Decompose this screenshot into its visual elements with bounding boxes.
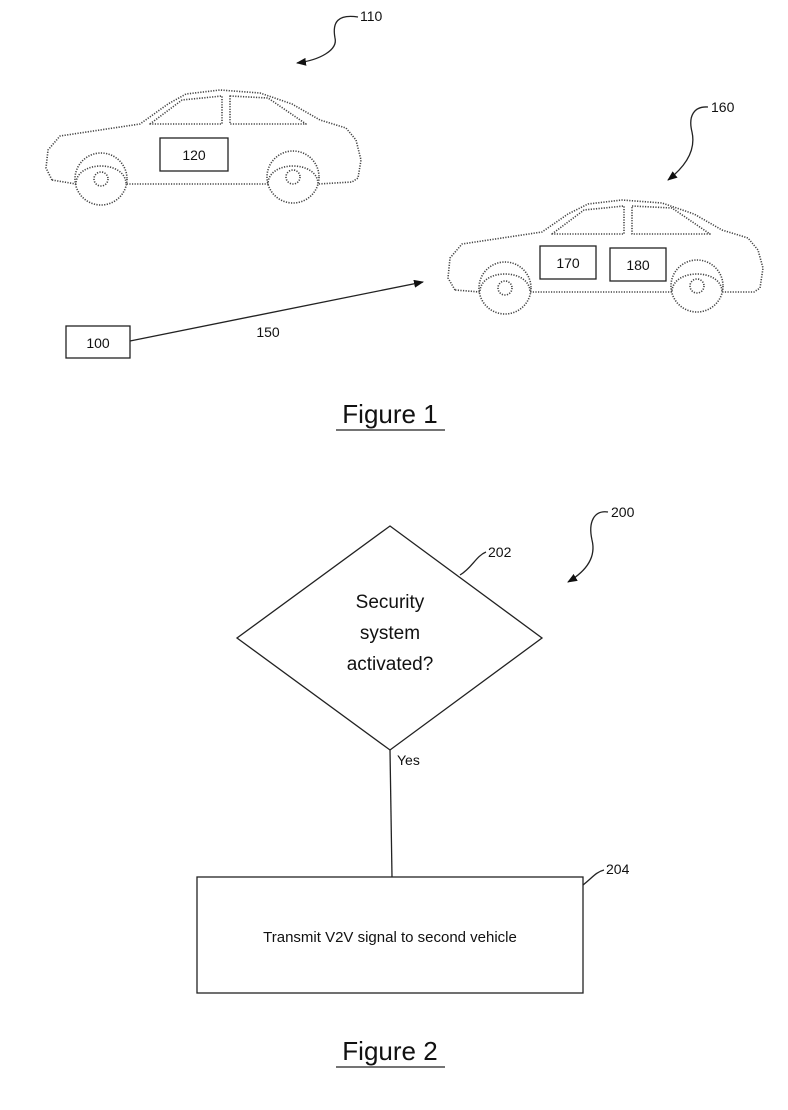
link-150-arrow <box>129 279 424 342</box>
figure-2: 200 Security system activated? 202 Yes T… <box>196 504 635 1068</box>
yes-label: Yes <box>397 752 420 768</box>
second-vehicle-rear-wheel <box>670 259 724 313</box>
ref-110-label: 110 <box>360 8 383 24</box>
figure-1: 120 110 170 180 160 100 150 Figure 1 <box>45 8 764 431</box>
ref-110-leader <box>296 15 359 66</box>
second-vehicle-window-front <box>551 205 625 235</box>
device-100-box <box>65 325 131 359</box>
first-vehicle-window-rear <box>229 95 307 125</box>
ref-204-label: 204 <box>606 861 630 877</box>
ref-200-label: 200 <box>611 504 635 520</box>
figure-2-caption: Figure 2 <box>342 1036 437 1066</box>
ref-202-leader <box>459 551 487 576</box>
first-vehicle-window-front <box>149 95 223 125</box>
figure-1-caption: Figure 1 <box>342 399 437 429</box>
second-vehicle-front-hub <box>497 280 513 296</box>
module-180-box <box>609 247 667 282</box>
first-vehicle-front-wheel <box>74 152 128 206</box>
decision-line-2: system <box>360 623 420 644</box>
second-vehicle-body <box>447 199 764 293</box>
module-120-box <box>159 137 229 172</box>
module-170-box <box>539 245 597 280</box>
ref-204-leader <box>582 869 605 886</box>
second-vehicle-window-rear <box>631 205 711 235</box>
first-vehicle-body <box>45 89 362 185</box>
ref-160-leader <box>667 106 709 181</box>
second-vehicle-rear-hub <box>689 278 705 294</box>
decision-line-3: activated? <box>347 654 434 675</box>
ref-160-label: 160 <box>711 99 735 115</box>
process-204-box <box>196 876 584 994</box>
first-vehicle: 120 <box>45 89 362 206</box>
ref-202-label: 202 <box>488 544 512 560</box>
second-vehicle-front-wheel <box>478 261 532 315</box>
first-vehicle-rear-wheel <box>266 150 320 204</box>
decision-line-1: Security <box>356 592 425 613</box>
module-170-label: 170 <box>556 255 580 271</box>
link-150-label: 150 <box>256 324 280 340</box>
first-vehicle-front-hub <box>93 171 109 187</box>
second-vehicle: 170 180 <box>447 199 764 315</box>
device-100-label: 100 <box>86 335 110 351</box>
module-120-label: 120 <box>182 147 206 163</box>
process-204-text: Transmit V2V signal to second vehicle <box>263 929 517 946</box>
module-180-label: 180 <box>626 257 650 273</box>
yes-connector <box>389 749 393 878</box>
ref-200-leader <box>567 511 609 583</box>
first-vehicle-rear-hub <box>285 169 301 185</box>
